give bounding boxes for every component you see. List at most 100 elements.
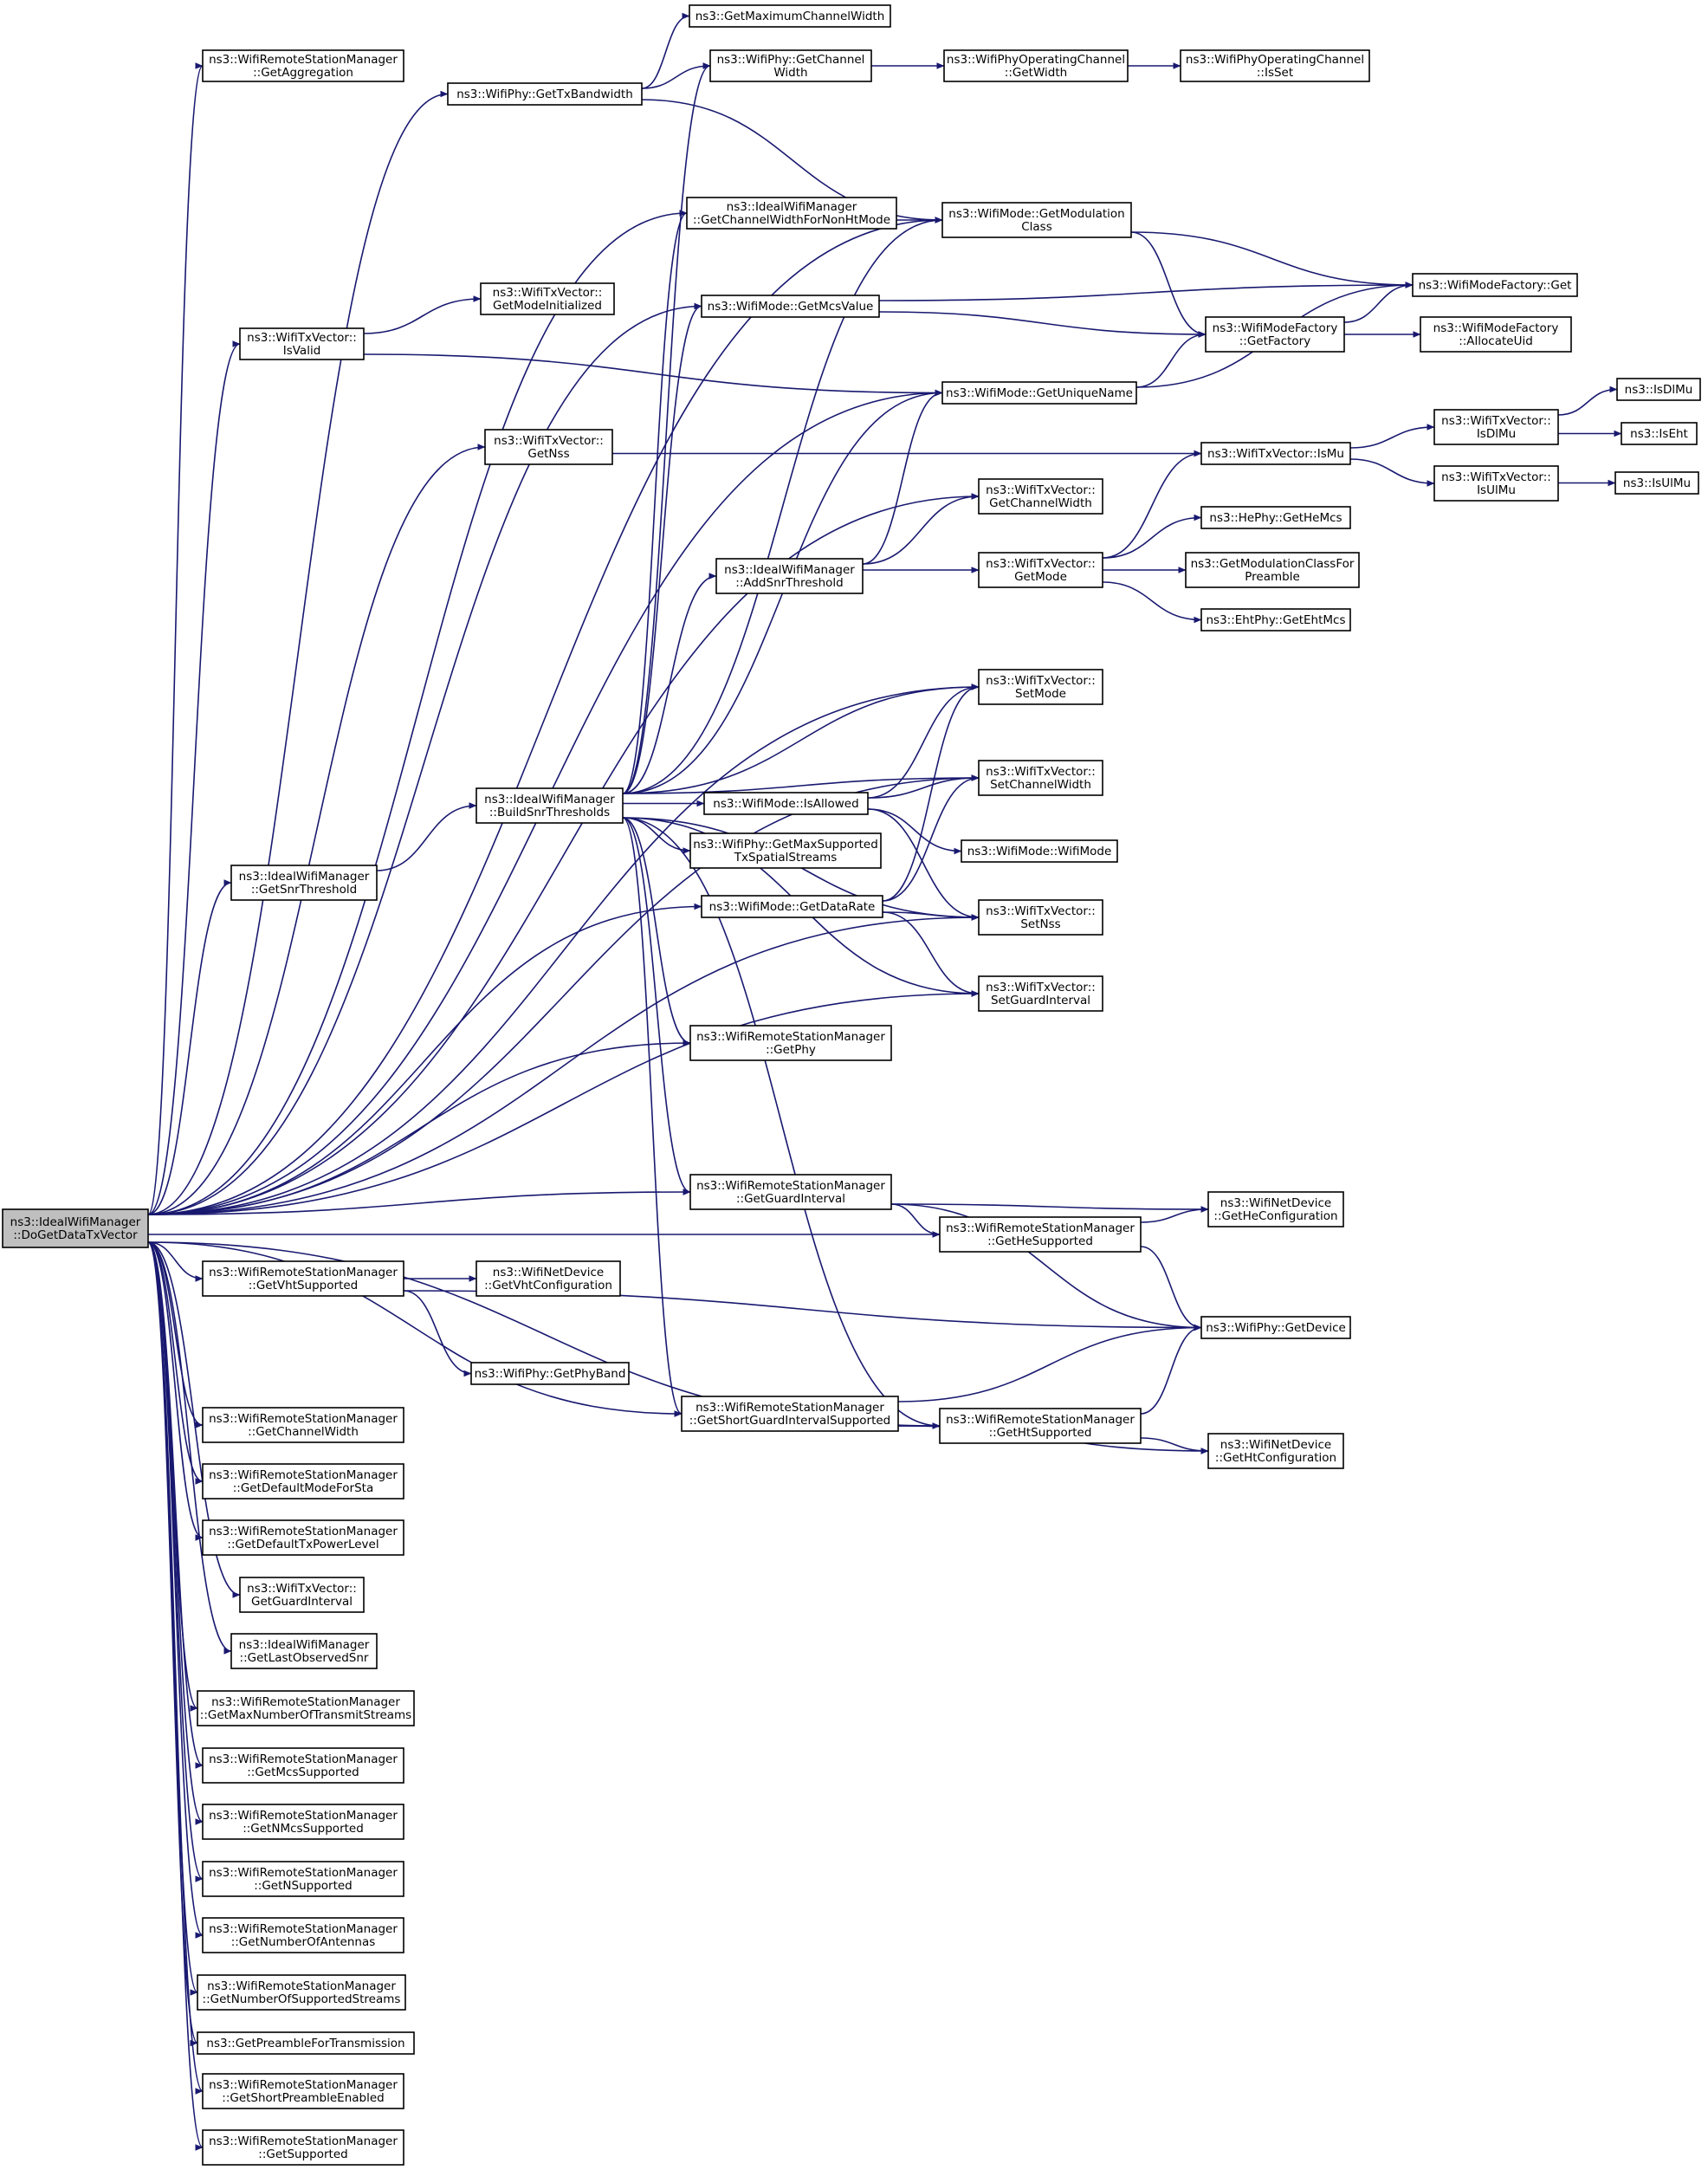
node-isdlmu[interactable]: ns3::IsDlMu	[1616, 378, 1701, 401]
node-iwm-addsnrthreshold[interactable]: ns3::IdealWifiManager::AddSnrThreshold	[715, 558, 864, 594]
node-poc-getwidth[interactable]: ns3::WifiPhyOperatingChannel::GetWidth	[943, 49, 1129, 82]
edge-root-to-rsm-getshortpreambleenabled	[147, 1241, 204, 2095]
node-getpreamblefortx[interactable]: ns3::GetPreambleForTransmission	[197, 2031, 415, 2055]
node-mode-getmcsvalue[interactable]: ns3::WifiMode::GetMcsValue	[701, 295, 880, 318]
node-netdev-getvhtcfg[interactable]: ns3::WifiNetDevice::GetVhtConfiguration	[476, 1260, 621, 1297]
node-txv-isulmu[interactable]: ns3::WifiTxVector::IsUlMu	[1433, 465, 1559, 502]
node-label: ns3::IsDlMu	[1625, 383, 1693, 397]
node-box	[197, 2031, 415, 2055]
node-txv-setmode[interactable]: ns3::WifiTxVector::SetMode	[978, 669, 1103, 705]
node-label: IsUlMu	[1477, 483, 1516, 497]
node-label: ns3::IdealWifiManager	[724, 563, 855, 577]
node-rsm-getaggregation[interactable]: ns3::WifiRemoteStationManager::GetAggreg…	[202, 49, 404, 82]
node-txv-getmode[interactable]: ns3::WifiTxVector::GetMode	[978, 552, 1103, 588]
node-phy-gettxbandwidth[interactable]: ns3::WifiPhy::GetTxBandwidth	[447, 82, 643, 106]
edge-mode-isallowed-to-txv-setchannelwidth	[867, 774, 980, 799]
node-iwm-getsnrthreshold[interactable]: ns3::IdealWifiManager::GetSnrThreshold	[230, 865, 378, 901]
node-phy-getmaxsupportedtxss[interactable]: ns3::WifiPhy::GetMaxSupportedTxSpatialSt…	[689, 832, 882, 869]
edge-root-to-mode-getmodclass	[147, 217, 943, 1215]
node-txv-setguardinterval[interactable]: ns3::WifiTxVector::SetGuardInterval	[978, 975, 1103, 1012]
node-label: ::GetVhtSupported	[249, 1279, 358, 1292]
node-mode-wifimode[interactable]: ns3::WifiMode::WifiMode	[961, 839, 1118, 863]
node-label: Preamble	[1245, 570, 1300, 584]
node-txv-setchannelwidth[interactable]: ns3::WifiTxVector::SetChannelWidth	[978, 760, 1103, 796]
node-isulmu[interactable]: ns3::IsUlMu	[1614, 471, 1699, 495]
node-rsm-getnumsupportedstreams[interactable]: ns3::WifiRemoteStationManager::GetNumber…	[197, 1974, 406, 2011]
edge-root-to-txv-getchannelwidth	[147, 493, 980, 1215]
node-label: ns3::WifiPhyOperatingChannel	[1186, 53, 1364, 67]
node-ehtphy-getehtmcs[interactable]: ns3::EhtPhy::GetEhtMcs	[1200, 608, 1351, 632]
node-rsm-getchannelwidth[interactable]: ns3::WifiRemoteStationManager::GetChanne…	[202, 1407, 404, 1443]
node-rsm-getshortpreambleenabled[interactable]: ns3::WifiRemoteStationManager::GetShortP…	[202, 2073, 404, 2109]
node-box	[961, 839, 1118, 863]
node-label: ns3::WifiTxVector::	[1441, 470, 1551, 484]
node-iwm-getchanwidthnonht[interactable]: ns3::IdealWifiManager::GetChannelWidthFo…	[686, 197, 897, 230]
node-txv-isdlmu[interactable]: ns3::WifiTxVector::IsDlMu	[1433, 409, 1559, 445]
node-phy-getphyband[interactable]: ns3::WifiPhy::GetPhyBand	[470, 1362, 630, 1385]
node-iwm-getlastobservedsnr[interactable]: ns3::IdealWifiManager::GetLastObservedSn…	[230, 1633, 378, 1669]
node-label: ns3::GetMaximumChannelWidth	[695, 10, 885, 23]
node-rsm-getsupported[interactable]: ns3::WifiRemoteStationManager::GetSuppor…	[202, 2129, 404, 2166]
node-txv-ismu[interactable]: ns3::WifiTxVector::IsMu	[1200, 442, 1351, 465]
node-txv-setnss[interactable]: ns3::WifiTxVector::SetNss	[978, 899, 1103, 936]
node-box	[202, 1407, 404, 1443]
edge-mode-getmodclass-to-modefactory-getfactory	[1130, 231, 1207, 338]
edge-root-to-rsm-getguardinterval	[147, 1189, 691, 1215]
node-rsm-getsgisupported[interactable]: ns3::WifiRemoteStationManager::GetShortG…	[681, 1396, 899, 1432]
node-poc-isset[interactable]: ns3::WifiPhyOperatingChannel::IsSet	[1180, 49, 1370, 82]
node-txv-getmodeinit[interactable]: ns3::WifiTxVector::GetModeInitialized	[480, 282, 615, 315]
node-phy-getchannelwidth[interactable]: ns3::WifiPhy::GetChannelWidth	[709, 49, 872, 82]
node-rsm-getphy[interactable]: ns3::WifiRemoteStationManager::GetPhy	[689, 1025, 892, 1061]
node-txv-isvalid[interactable]: ns3::WifiTxVector::IsValid	[239, 327, 365, 360]
node-label: ::GetSupported	[258, 2147, 347, 2161]
edge-mode-getdatarate-to-txv-setmode	[882, 683, 980, 902]
node-rsm-getguardinterval[interactable]: ns3::WifiRemoteStationManager::GetGuardI…	[689, 1174, 892, 1210]
node-netdev-gethecfg[interactable]: ns3::WifiNetDevice::GetHeConfiguration	[1207, 1191, 1344, 1228]
node-hephy-gethemcs[interactable]: ns3::HePhy::GetHeMcs	[1200, 506, 1351, 529]
node-modefactory-getfactory[interactable]: ns3::WifiModeFactory::GetFactory	[1205, 316, 1345, 353]
node-rsm-getdefaulttxpowerlevel[interactable]: ns3::WifiRemoteStationManager::GetDefaul…	[202, 1519, 404, 1556]
node-netdev-gethtcfg[interactable]: ns3::WifiNetDevice::GetHtConfiguration	[1207, 1433, 1344, 1469]
node-mode-getdatarate[interactable]: ns3::WifiMode::GetDataRate	[701, 895, 883, 918]
node-rsm-getvhtsupported[interactable]: ns3::WifiRemoteStationManager::GetVhtSup…	[202, 1260, 404, 1297]
node-modefactory-get[interactable]: ns3::WifiModeFactory::Get	[1412, 273, 1578, 297]
node-rsm-getnsupported[interactable]: ns3::WifiRemoteStationManager::GetNSuppo…	[202, 1861, 404, 1897]
node-label: ::IsSet	[1257, 66, 1293, 80]
node-label: ns3::WifiRemoteStationManager	[209, 1266, 398, 1279]
node-label: ns3::WifiModeFactory	[1433, 321, 1559, 335]
node-root[interactable]: ns3::IdealWifiManager::DoGetDataTxVector	[2, 1208, 149, 1248]
node-label: ::GetHeSupported	[987, 1234, 1093, 1248]
node-rsm-getdefaultmodeforsta[interactable]: ns3::WifiRemoteStationManager::GetDefaul…	[202, 1463, 404, 1500]
node-iwm-buildsnrthresholds[interactable]: ns3::IdealWifiManager::BuildSnrThreshold…	[476, 787, 624, 824]
node-label: ns3::IdealWifiManager	[484, 793, 615, 806]
edge-rsm-getguardinterval-to-netdev-gethecfg	[890, 1203, 1209, 1213]
edge-root-to-mode-getdatarate	[147, 903, 702, 1215]
node-getmaxchanwidth[interactable]: ns3::GetMaximumChannelWidth	[689, 4, 891, 28]
node-rsm-gethtsupported[interactable]: ns3::WifiRemoteStationManager::GetHtSupp…	[939, 1408, 1142, 1444]
edge-rsm-gethesupported-to-phy-getdevice	[1140, 1246, 1202, 1331]
node-box	[1180, 49, 1370, 82]
node-txv-getguardinterval[interactable]: ns3::WifiTxVector::GetGuardInterval	[239, 1577, 365, 1613]
node-rsm-getnmcssupported[interactable]: ns3::WifiRemoteStationManager::GetNMcsSu…	[202, 1804, 404, 1840]
node-mode-getmodclass[interactable]: ns3::WifiMode::GetModulationClass	[941, 202, 1132, 238]
node-phy-getdevice[interactable]: ns3::WifiPhy::GetDevice	[1200, 1316, 1351, 1339]
node-rsm-getnumantennas[interactable]: ns3::WifiRemoteStationManager::GetNumber…	[202, 1917, 404, 1953]
node-label: ns3::IdealWifiManager	[239, 870, 370, 884]
node-rsm-gethesupported[interactable]: ns3::WifiRemoteStationManager::GetHeSupp…	[939, 1216, 1142, 1253]
node-label: ns3::WifiRemoteStationManager	[696, 1179, 885, 1193]
node-mode-isallowed[interactable]: ns3::WifiMode::IsAllowed	[703, 792, 869, 815]
node-iseht[interactable]: ns3::IsEht	[1621, 422, 1698, 445]
node-box	[1621, 422, 1698, 445]
node-txv-getnss[interactable]: ns3::WifiTxVector::GetNss	[484, 429, 613, 465]
node-txv-getchannelwidth[interactable]: ns3::WifiTxVector::GetChannelWidth	[978, 478, 1103, 515]
node-mode-getuniquename[interactable]: ns3::WifiMode::GetUniqueName	[941, 381, 1137, 405]
node-rsm-getmcssupported[interactable]: ns3::WifiRemoteStationManager::GetMcsSup…	[202, 1747, 404, 1784]
node-label: ::GetShortGuardIntervalSupported	[689, 1414, 891, 1428]
node-label: ns3::WifiMode::IsAllowed	[713, 797, 858, 811]
node-rsm-getmaxnumtxstreams[interactable]: ns3::WifiRemoteStationManager::GetMaxNum…	[197, 1690, 415, 1726]
node-box	[943, 49, 1129, 82]
edge-iwm-buildsnrthresholds-to-txv-setchannelwidth	[622, 774, 980, 794]
node-modefactory-allocateuid[interactable]: ns3::WifiModeFactory::AllocateUid	[1420, 316, 1572, 353]
node-box	[202, 1804, 404, 1840]
